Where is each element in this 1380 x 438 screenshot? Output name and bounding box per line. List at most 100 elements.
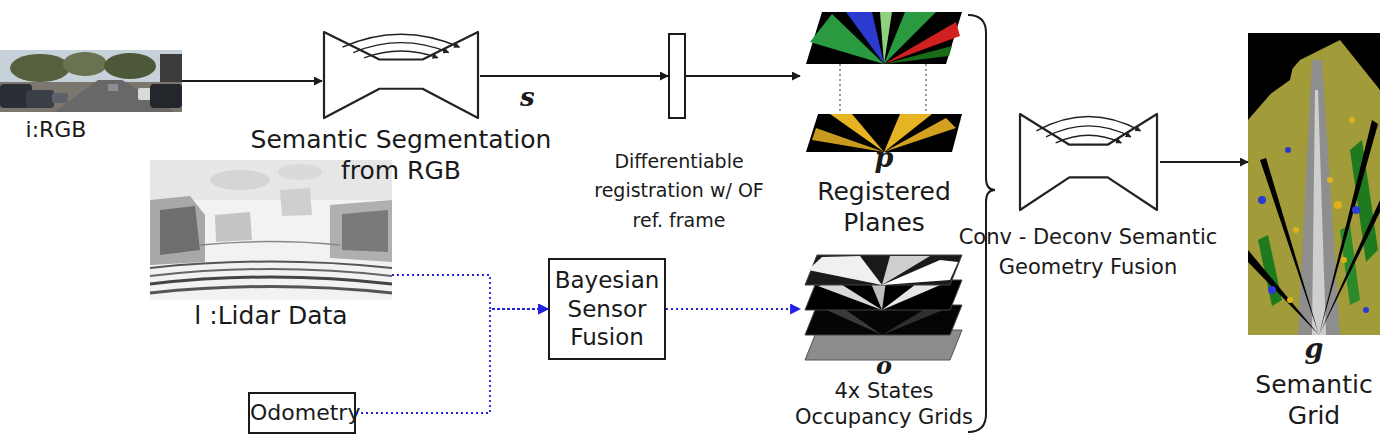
lidar-image-part — [330, 200, 392, 262]
node-label: Odometry — [250, 399, 354, 427]
flow-arrow — [1160, 161, 1248, 163]
semantic-grid: gSemantic Grid — [1248, 33, 1380, 335]
process-box: Bayesian Sensor Fusion — [548, 258, 666, 360]
semantic-plane-top-part — [806, 12, 962, 64]
lidar-image-part — [150, 277, 392, 284]
semantic-grid-image-part — [1287, 297, 1293, 303]
node-label: 4x States Occupancy Grids — [784, 378, 984, 431]
flow-arrow — [686, 75, 800, 77]
rgb-image-part — [150, 84, 182, 108]
rgb-image-part — [52, 93, 68, 103]
semantic-plane-bottom-part — [884, 118, 956, 152]
process-box: Odometry — [248, 392, 356, 434]
hourglass-body — [324, 32, 478, 118]
semantic-plane-top-part — [846, 12, 884, 64]
node-label: Bayesian Sensor Fusion — [550, 266, 664, 352]
lidar-image-part — [160, 206, 200, 255]
registered-planes: pRegistered Planes — [800, 8, 968, 240]
merge-brace — [968, 190, 995, 432]
semantic-grid-image-part — [1363, 307, 1369, 313]
plane-link-part — [839, 64, 840, 114]
occupancy-layers-part — [882, 260, 958, 285]
lidar-input: l :Lidar Data — [150, 160, 392, 300]
rgb-image — [0, 50, 182, 112]
semantic-grid-image-part — [1319, 120, 1378, 335]
hourglass-outline — [322, 30, 480, 120]
lidar-image-part — [150, 196, 205, 265]
lidar-image-part — [150, 269, 392, 276]
rgb-image-part — [63, 52, 107, 76]
dotted-flow-arrow — [392, 275, 548, 309]
occupancy-grids: o4x States Occupancy Grids — [800, 250, 968, 436]
semantic-grid-image-part — [1298, 60, 1340, 335]
semantic-plane-top — [806, 12, 962, 64]
lidar-image-part — [210, 170, 270, 190]
lidar-image-part — [278, 164, 322, 180]
semantic-grid-image-part — [1312, 90, 1326, 335]
dotted-flow-arrow — [666, 308, 800, 310]
rgb-image-part — [0, 50, 182, 112]
semantic-grid-image-part — [1350, 33, 1380, 80]
semantic-grid-image-part — [1268, 286, 1276, 294]
rgb-image-part — [108, 84, 118, 91]
semantic-grid-image-part — [1248, 250, 1319, 335]
skip-connection — [1056, 135, 1122, 143]
semantic-plane-bottom-part — [812, 128, 884, 152]
semantic-grid-image-part — [1258, 196, 1266, 204]
semantic-grid-image — [1248, 33, 1380, 335]
node-label: Differentiable registration w/ OF ref. f… — [582, 147, 776, 235]
registration-layer: Differentiable registration w/ OF ref. f… — [668, 33, 686, 119]
semantic-grid-image-part — [1248, 33, 1380, 335]
semantic-grid-image-part — [1285, 147, 1291, 153]
semantic-grid-image-part — [1352, 206, 1360, 214]
semantic-grid-image-part — [1327, 177, 1333, 183]
occupancy-layers-part — [808, 256, 882, 285]
rgb-image-part — [104, 53, 156, 79]
semantic-plane-top-part — [884, 46, 952, 64]
encoder-decoder: Semantic Segmentation from RGB — [322, 30, 480, 120]
flow-arrow — [480, 75, 668, 77]
node-label: i:RGB — [0, 116, 112, 144]
encoder-decoder: Conv - Deconv Semantic Geometry Fusion — [995, 112, 1160, 212]
node-label: l :Lidar Data — [150, 300, 392, 331]
plane-link — [840, 64, 926, 114]
signal-label: s — [520, 84, 535, 110]
symbol-label: o — [800, 354, 968, 378]
merge-brace — [968, 15, 995, 190]
semantic-grid-image-part — [1340, 225, 1360, 305]
skip-connection — [342, 34, 459, 47]
semantic-grid-image-part — [1260, 158, 1319, 335]
lidar-image-part — [150, 262, 392, 269]
lidar-image-part — [150, 287, 392, 294]
symbol-label: g — [1248, 335, 1380, 362]
flow-arrow — [182, 80, 322, 82]
occupancy-layers-part — [805, 255, 962, 285]
plane-link-part — [925, 64, 926, 114]
lidar-image-part — [215, 212, 252, 242]
hourglass-outline — [995, 112, 1160, 212]
lidar-image-part — [280, 188, 312, 216]
semantic-grid-image-part — [1334, 201, 1342, 209]
lidar-image-part — [200, 242, 340, 246]
hourglass-body — [1020, 114, 1157, 210]
rgb-image-part — [10, 54, 70, 82]
rgb-input: i:RGB — [0, 50, 182, 112]
occupancy-layers — [805, 255, 962, 360]
node-label: Semantic Segmentation from RGB — [222, 124, 580, 187]
dotted-flow-arrow — [356, 309, 548, 413]
lidar-image-part — [342, 210, 388, 252]
skip-connection — [1036, 117, 1140, 131]
semantic-plane-top-part — [884, 22, 960, 64]
skip-connection — [364, 51, 438, 58]
symbol-label: p — [800, 144, 968, 171]
node-label: Semantic Grid — [1248, 369, 1380, 432]
node-label: Registered Planes — [800, 176, 968, 239]
rgb-image-part — [26, 90, 54, 108]
node-label: Conv - Deconv Semantic Geometry Fusion — [958, 222, 1218, 282]
semantic-grid-image-part — [1341, 257, 1347, 263]
semantic-grid-image-part — [1293, 227, 1299, 233]
semantic-grid-image-part — [1248, 33, 1300, 110]
semantic-grid-image-part — [1349, 117, 1355, 123]
